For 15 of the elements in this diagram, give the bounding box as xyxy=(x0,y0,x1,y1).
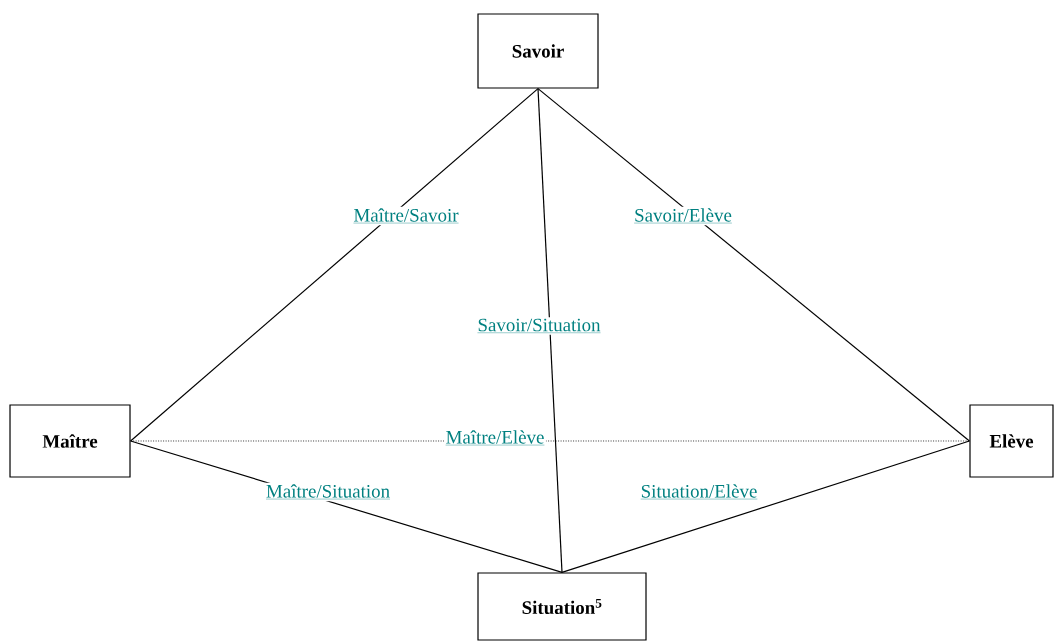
edge-label: Savoir/Situation xyxy=(476,317,602,335)
edge-label: Savoir/Elève xyxy=(632,206,734,226)
connector-line xyxy=(130,88,539,442)
edge-label: Maître/Savoir xyxy=(351,206,461,226)
label-box: Savoir xyxy=(477,13,599,89)
edge-label: Maître/Elève xyxy=(444,428,546,448)
label-box: Situation$^{5}$ xyxy=(477,572,647,641)
label-box: Elève xyxy=(969,404,1054,478)
label-box: Maître xyxy=(9,404,131,478)
edge-label: Situation/Elève xyxy=(639,482,759,502)
edge-label: Maître/Situation xyxy=(264,482,392,502)
connector-line xyxy=(537,88,563,573)
connector-line xyxy=(537,88,970,442)
connector-line xyxy=(561,440,970,573)
connector-line xyxy=(130,440,970,442)
